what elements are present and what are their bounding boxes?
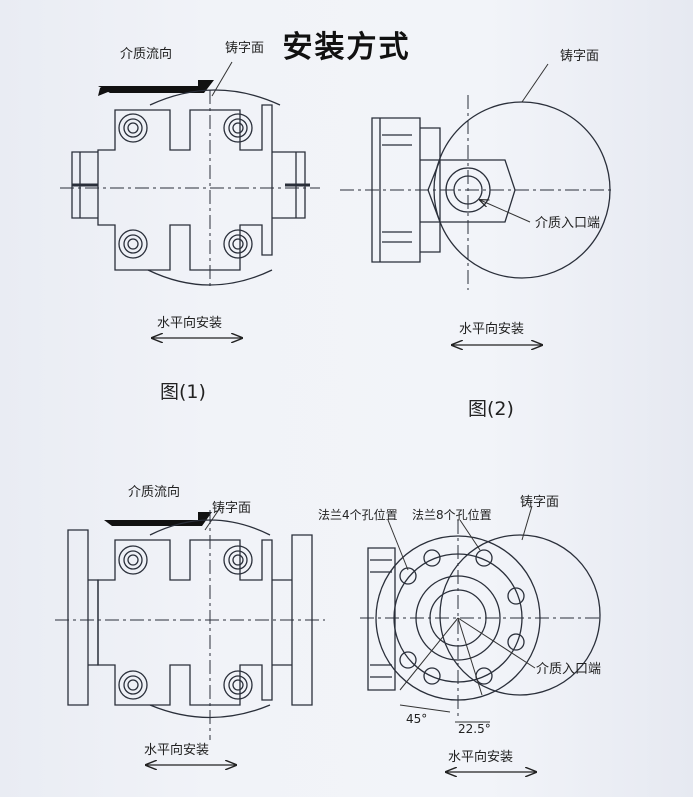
bolt-3-bottom-left xyxy=(118,670,148,700)
label-medium-flow-1: 介质流向 xyxy=(120,46,172,62)
bolt-bottom-left xyxy=(118,229,148,259)
flow-direction-arrow-2 xyxy=(104,512,212,526)
label-cast-face-1: 铸字面 xyxy=(225,40,264,56)
label-horizontal-4: 水平向安装 xyxy=(448,749,513,765)
bolt-3-top-right xyxy=(223,545,253,575)
caption-figure-1: 图(1) xyxy=(160,381,206,403)
label-horizontal-2: 水平向安装 xyxy=(459,321,524,337)
label-medium-inlet-2: 介质入口端 xyxy=(535,216,600,231)
flange-8-holes xyxy=(399,549,525,685)
label-horizontal-3: 水平向安装 xyxy=(144,742,209,758)
label-cast-face-4: 铸字面 xyxy=(520,494,559,510)
figure-2-drawing xyxy=(340,63,615,345)
page-title: 安装方式 xyxy=(282,30,411,65)
bolt-3-top-left xyxy=(118,545,148,575)
label-angle-45: 45° xyxy=(406,712,427,726)
label-medium-inlet-4: 介质入口端 xyxy=(536,662,601,677)
bolt-3-bottom-right xyxy=(223,670,253,700)
figure-4-drawing xyxy=(360,505,601,772)
label-flange-4-holes: 法兰4个孔位置 xyxy=(318,507,398,522)
caption-figure-2: 图(2) xyxy=(468,398,514,420)
label-cast-face-3: 铸字面 xyxy=(212,500,251,516)
label-cast-face-2: 铸字面 xyxy=(560,48,599,64)
label-horizontal-1: 水平向安装 xyxy=(157,315,222,331)
bolt-top-left xyxy=(118,113,148,143)
label-medium-flow-3: 介质流向 xyxy=(128,484,180,500)
label-angle-22-5: 22.5° xyxy=(458,722,491,736)
label-flange-8-holes: 法兰8个孔位置 xyxy=(412,507,492,522)
figure-3-drawing xyxy=(55,507,325,765)
bolt-bottom-right xyxy=(223,229,253,259)
bolt-top-right xyxy=(223,113,253,143)
figure-1-drawing xyxy=(60,61,320,338)
